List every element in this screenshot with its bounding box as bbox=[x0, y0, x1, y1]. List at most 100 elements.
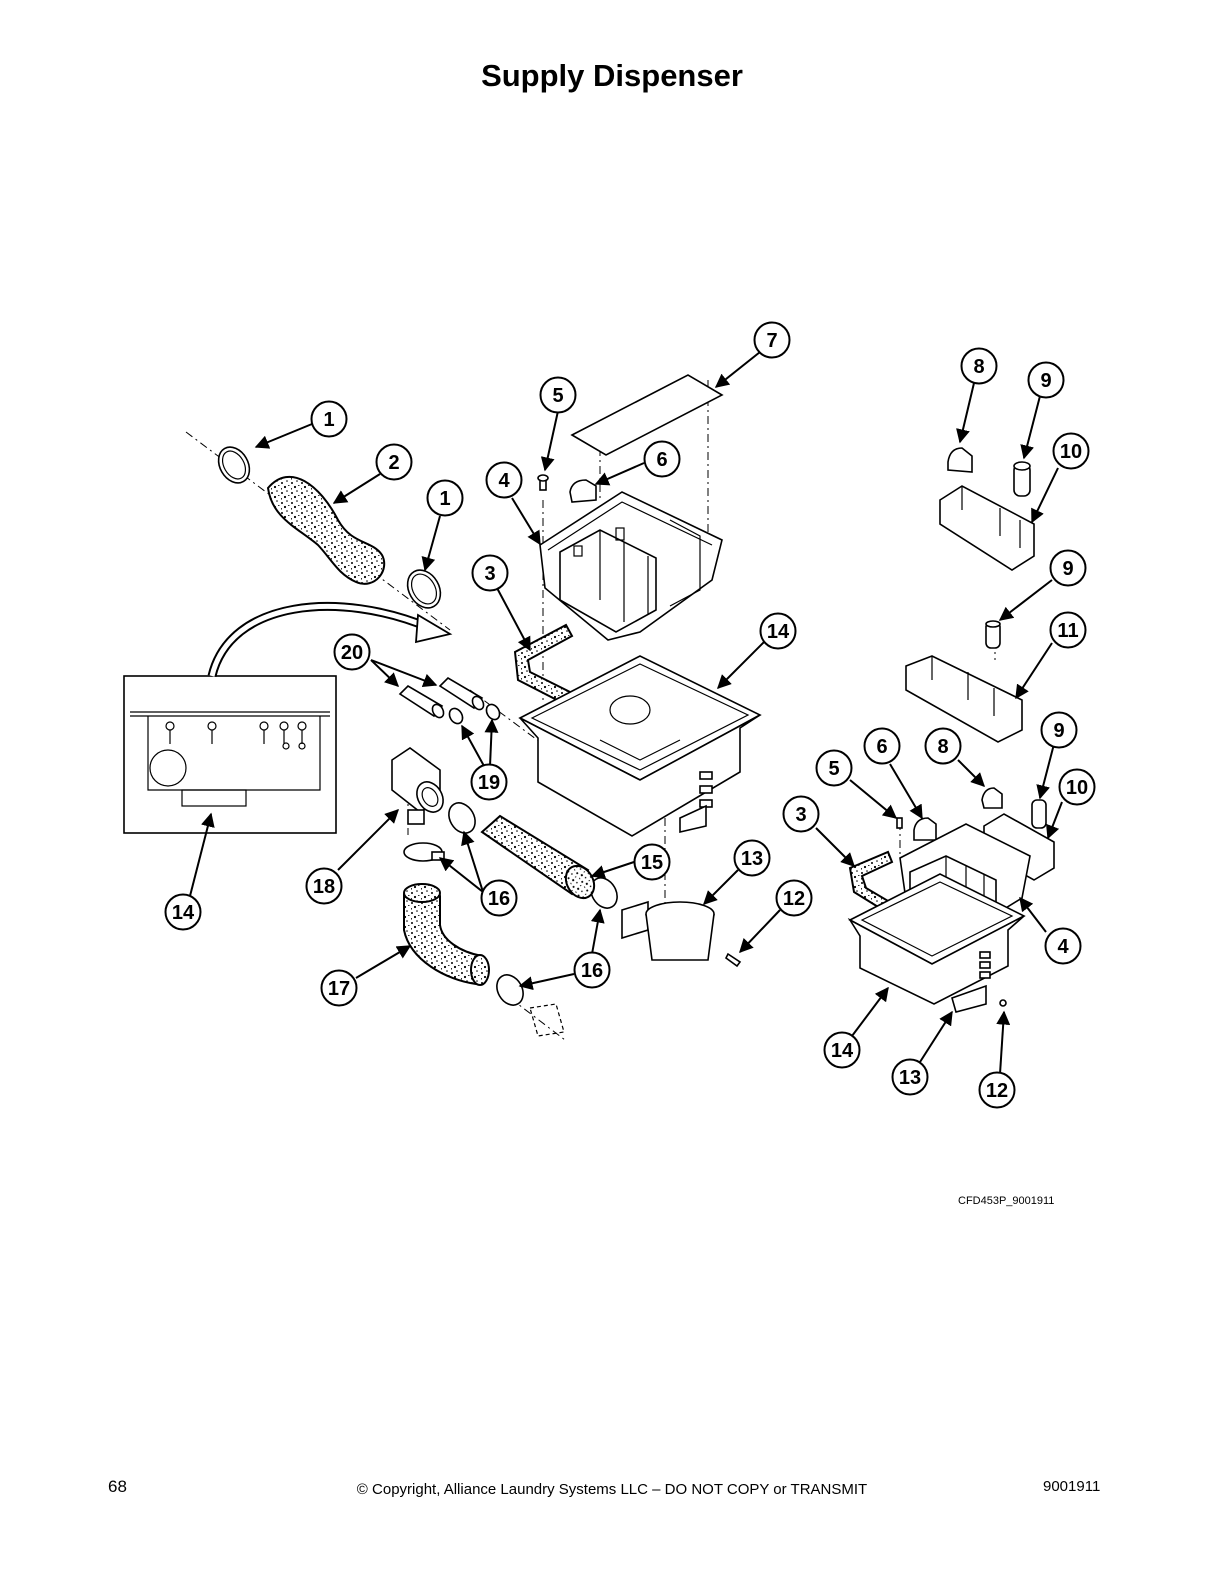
tray-10a bbox=[939, 485, 1035, 571]
plug-9b bbox=[985, 620, 1001, 649]
callout: 6 bbox=[863, 727, 901, 765]
page-number: 68 bbox=[108, 1477, 127, 1496]
tub-14c bbox=[847, 873, 1026, 1013]
callout-label: 1 bbox=[323, 409, 334, 431]
callout: 3 bbox=[782, 795, 820, 833]
tube-20b bbox=[438, 676, 485, 711]
callout: 10 bbox=[1052, 432, 1090, 470]
callout: 3 bbox=[471, 554, 509, 592]
callout-label: 13 bbox=[741, 848, 763, 870]
screw-12a bbox=[724, 952, 742, 968]
callout-label: 6 bbox=[876, 736, 887, 758]
callout: 9 bbox=[1040, 711, 1078, 749]
callout-label: 2 bbox=[388, 452, 399, 474]
callout: 1 bbox=[426, 479, 464, 517]
callout: 15 bbox=[633, 843, 671, 881]
callout-label: 15 bbox=[641, 852, 663, 874]
clamp-16b bbox=[403, 842, 445, 862]
callout: 6 bbox=[643, 440, 681, 478]
callout: 14 bbox=[759, 612, 797, 650]
callout-label: 20 bbox=[341, 642, 363, 664]
callout: 10 bbox=[1058, 768, 1096, 806]
callout-label: 14 bbox=[767, 621, 790, 643]
callout: 14 bbox=[164, 893, 202, 931]
callout-label: 5 bbox=[828, 758, 839, 780]
callout-label: 19 bbox=[478, 772, 500, 794]
callout: 16 bbox=[480, 879, 518, 917]
page-title: Supply Dispenser bbox=[481, 58, 743, 93]
callout-label: 9 bbox=[1040, 370, 1051, 392]
callout-label: 7 bbox=[766, 330, 777, 352]
dispenser-box-4 bbox=[539, 491, 723, 641]
callout: 14 bbox=[823, 1031, 861, 1069]
leader-lines bbox=[189, 351, 1063, 1075]
callout-label: 12 bbox=[986, 1080, 1008, 1102]
clamp-16a bbox=[448, 802, 476, 834]
tub-14a bbox=[518, 655, 762, 837]
callout: 11 bbox=[1049, 611, 1087, 649]
callout: 9 bbox=[1027, 361, 1065, 399]
callout-label: 14 bbox=[831, 1040, 854, 1062]
clamp-19a bbox=[448, 707, 464, 725]
callout: 16 bbox=[573, 951, 611, 989]
callout-label: 1 bbox=[439, 488, 450, 510]
callout: 5 bbox=[815, 749, 853, 787]
callout-label: 13 bbox=[899, 1067, 921, 1089]
callout: 19 bbox=[470, 763, 508, 801]
plug-9c bbox=[1031, 799, 1047, 829]
callout-label: 8 bbox=[937, 736, 948, 758]
callout-label: 18 bbox=[313, 876, 335, 898]
callout-label: 9 bbox=[1062, 558, 1073, 580]
inset-pointer-arrow bbox=[207, 601, 453, 678]
nozzle-6b bbox=[913, 817, 937, 841]
callout-label: 3 bbox=[795, 804, 806, 826]
gasket-3a bbox=[513, 623, 600, 720]
callout-label: 6 bbox=[656, 449, 667, 471]
callouts: 1 2 1 3 4 5 6 7 14 20 19 14 18 16 15 13 … bbox=[164, 321, 1096, 1109]
callout: 9 bbox=[1049, 549, 1087, 587]
callout-label: 16 bbox=[581, 960, 603, 982]
callout-label: 17 bbox=[328, 978, 350, 1000]
screw-5b bbox=[896, 817, 903, 829]
copyright-notice: © Copyright, Alliance Laundry Systems LL… bbox=[356, 1481, 868, 1498]
callout-label: 16 bbox=[488, 888, 510, 910]
screw-12b bbox=[999, 999, 1007, 1007]
figure-code: CFD453P_9001911 bbox=[958, 1195, 1055, 1207]
callout-label: 8 bbox=[973, 356, 984, 378]
hose-clamp-1b bbox=[406, 569, 442, 609]
callout-label: 4 bbox=[1057, 936, 1069, 958]
inset-view bbox=[123, 675, 337, 834]
document-number: 9001911 bbox=[1043, 1478, 1101, 1495]
callout-label: 10 bbox=[1060, 441, 1082, 463]
callout-label: 12 bbox=[783, 888, 805, 910]
nozzle-8b bbox=[981, 787, 1003, 809]
nozzle-8a bbox=[947, 447, 973, 473]
clamp-19b bbox=[485, 703, 501, 721]
screw-5a bbox=[537, 474, 549, 491]
tube-20a bbox=[398, 684, 445, 719]
callout: 12 bbox=[978, 1071, 1016, 1109]
fitting-18 bbox=[391, 747, 444, 825]
callout: 13 bbox=[891, 1058, 929, 1096]
outlet-fitting-dashed bbox=[529, 1003, 565, 1037]
nozzle-6a bbox=[569, 479, 597, 503]
callout: 1 bbox=[310, 400, 348, 438]
callout: 18 bbox=[305, 867, 343, 905]
callout: 12 bbox=[775, 879, 813, 917]
callout: 2 bbox=[375, 443, 413, 481]
callout: 7 bbox=[753, 321, 791, 359]
callout: 20 bbox=[333, 633, 371, 671]
callout-label: 11 bbox=[1057, 620, 1078, 642]
callout: 8 bbox=[924, 727, 962, 765]
cover-plate-7 bbox=[570, 374, 724, 456]
plug-9a bbox=[1013, 461, 1031, 497]
tray-11 bbox=[905, 655, 1023, 743]
hose-clamp-1a bbox=[217, 446, 251, 484]
callout: 17 bbox=[320, 969, 358, 1007]
callout-label: 14 bbox=[172, 902, 195, 924]
hose-elbow-17 bbox=[403, 883, 490, 986]
callout-label: 3 bbox=[484, 563, 495, 585]
callout: 13 bbox=[733, 839, 771, 877]
callout: 4 bbox=[485, 461, 523, 499]
